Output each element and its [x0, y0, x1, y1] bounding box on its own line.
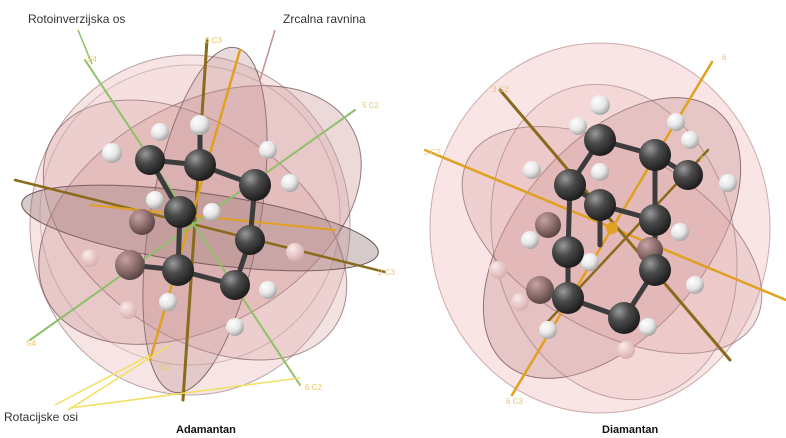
- hydrogen-atom: [119, 301, 137, 319]
- mirror-plane-label: Zrcalna ravnina: [283, 12, 366, 26]
- diamantane-title: Diamantan: [602, 424, 659, 436]
- hydrogen-atom: [511, 293, 529, 311]
- diamantane-axis-tags: 3 C2 3 C2 6 6 6 C3: [424, 53, 727, 406]
- hydrogen-atom: [719, 174, 737, 192]
- pointer-line: [77, 29, 93, 65]
- carbon-atom: [554, 169, 586, 201]
- pointer-line: [69, 377, 301, 409]
- carbon-atom: [235, 225, 265, 255]
- pointer-line: [259, 29, 276, 81]
- hydrogen-atom: [146, 191, 164, 209]
- c3-axis: [13, 178, 387, 274]
- carbon-atom: [129, 209, 155, 235]
- hydrogen-atom: [521, 231, 539, 249]
- hydrogen-atom: [667, 113, 685, 131]
- hydrogen-atom: [591, 163, 609, 181]
- carbon-atom: [220, 270, 250, 300]
- carbon-atom: [639, 139, 671, 171]
- hydrogen-atom: [686, 276, 704, 294]
- carbon-atoms: [135, 145, 271, 300]
- hydrogen-atom: [639, 318, 657, 336]
- carbon-atom: [639, 204, 671, 236]
- carbon-atom: [584, 124, 616, 156]
- hydrogen-atom: [617, 341, 635, 359]
- axis-tag: 3 C2: [424, 148, 441, 157]
- axis-tag: S4: [87, 55, 97, 64]
- adamantane-title: Adamantan: [176, 424, 236, 436]
- carbon-atom: [584, 189, 616, 221]
- hydrogen-atom: [159, 293, 177, 311]
- carbon-atom: [673, 160, 703, 190]
- c2-axis: [423, 148, 786, 302]
- hydrogen-atom: [151, 123, 169, 141]
- hydrogen-atom: [590, 95, 610, 115]
- adamantane-molecule: [81, 115, 304, 336]
- adamantane-axis-tags: 6 C3 5 C2 2 C3 6 C2 C2 S4 S4: [26, 36, 395, 392]
- axis-tag: S4: [26, 339, 36, 348]
- hydrogen-atom: [102, 143, 122, 163]
- rotoinversion-axis-label: Rotoinverzijska os: [28, 12, 126, 26]
- hydrogen-atom: [259, 281, 277, 299]
- axis-tag: 3 C2: [492, 85, 509, 94]
- carbon-atom: [608, 302, 640, 334]
- carbon-atom: [639, 254, 671, 286]
- hydrogen-atom: [226, 318, 244, 336]
- carbon-atom: [135, 145, 165, 175]
- inversion-center: [606, 222, 618, 234]
- hydrogen-atom: [681, 131, 699, 149]
- carbon-atom: [164, 196, 196, 228]
- axis-tag: 6: [722, 53, 727, 62]
- axis-tag: 6 C3: [205, 36, 222, 45]
- adamantane-figure: 6 C3 5 C2 2 C3 6 C2 C2 S4 S4: [13, 29, 395, 411]
- axis-tag: 2 C3: [378, 268, 395, 277]
- carbon-atom: [184, 149, 216, 181]
- diamantane-molecule: [489, 95, 737, 359]
- hydrogen-atom: [581, 253, 599, 271]
- s4-axis: [84, 59, 301, 386]
- c3-axis: [181, 38, 209, 402]
- pointer-lines: [54, 29, 301, 411]
- axis-tag: C2: [160, 363, 171, 372]
- carbon-atom: [162, 254, 194, 286]
- hydrogen-atom: [281, 174, 299, 192]
- hydrogen-atom: [190, 115, 210, 135]
- hydrogen-atom: [489, 261, 507, 279]
- hydrogen-atom: [259, 141, 277, 159]
- hydrogen-atom: [523, 161, 541, 179]
- rotation-axes-label: Rotacijske osi: [4, 410, 79, 424]
- axis-tag: 5 C2: [362, 101, 379, 110]
- s4-axis: [29, 109, 356, 341]
- diamantane-figure: 3 C2 3 C2 6 6 6 C3: [423, 42, 786, 414]
- hydrogen-atoms: [521, 95, 737, 339]
- carbon-atom: [535, 212, 561, 238]
- hydrogen-atom: [539, 321, 557, 339]
- hydrogen-atom: [671, 223, 689, 241]
- hydrogen-atoms: [102, 115, 299, 336]
- axis-tag: 6 C3: [506, 397, 523, 406]
- carbon-atom: [552, 236, 584, 268]
- hydrogen-atom: [286, 243, 304, 261]
- carbon-atoms: [552, 124, 703, 334]
- carbon-atom: [239, 169, 271, 201]
- carbon-atom: [552, 282, 584, 314]
- hydrogen-atom: [81, 249, 99, 267]
- hydrogen-atom: [569, 117, 587, 135]
- pointer-line: [54, 354, 151, 406]
- axis-tag: 6 C2: [305, 383, 322, 392]
- carbon-atom: [115, 250, 145, 280]
- faint-atoms: [81, 209, 304, 319]
- pointer-line: [67, 344, 171, 411]
- carbon-atom: [526, 276, 554, 304]
- axis-tag: 6: [700, 155, 705, 164]
- hydrogen-atom: [203, 203, 221, 221]
